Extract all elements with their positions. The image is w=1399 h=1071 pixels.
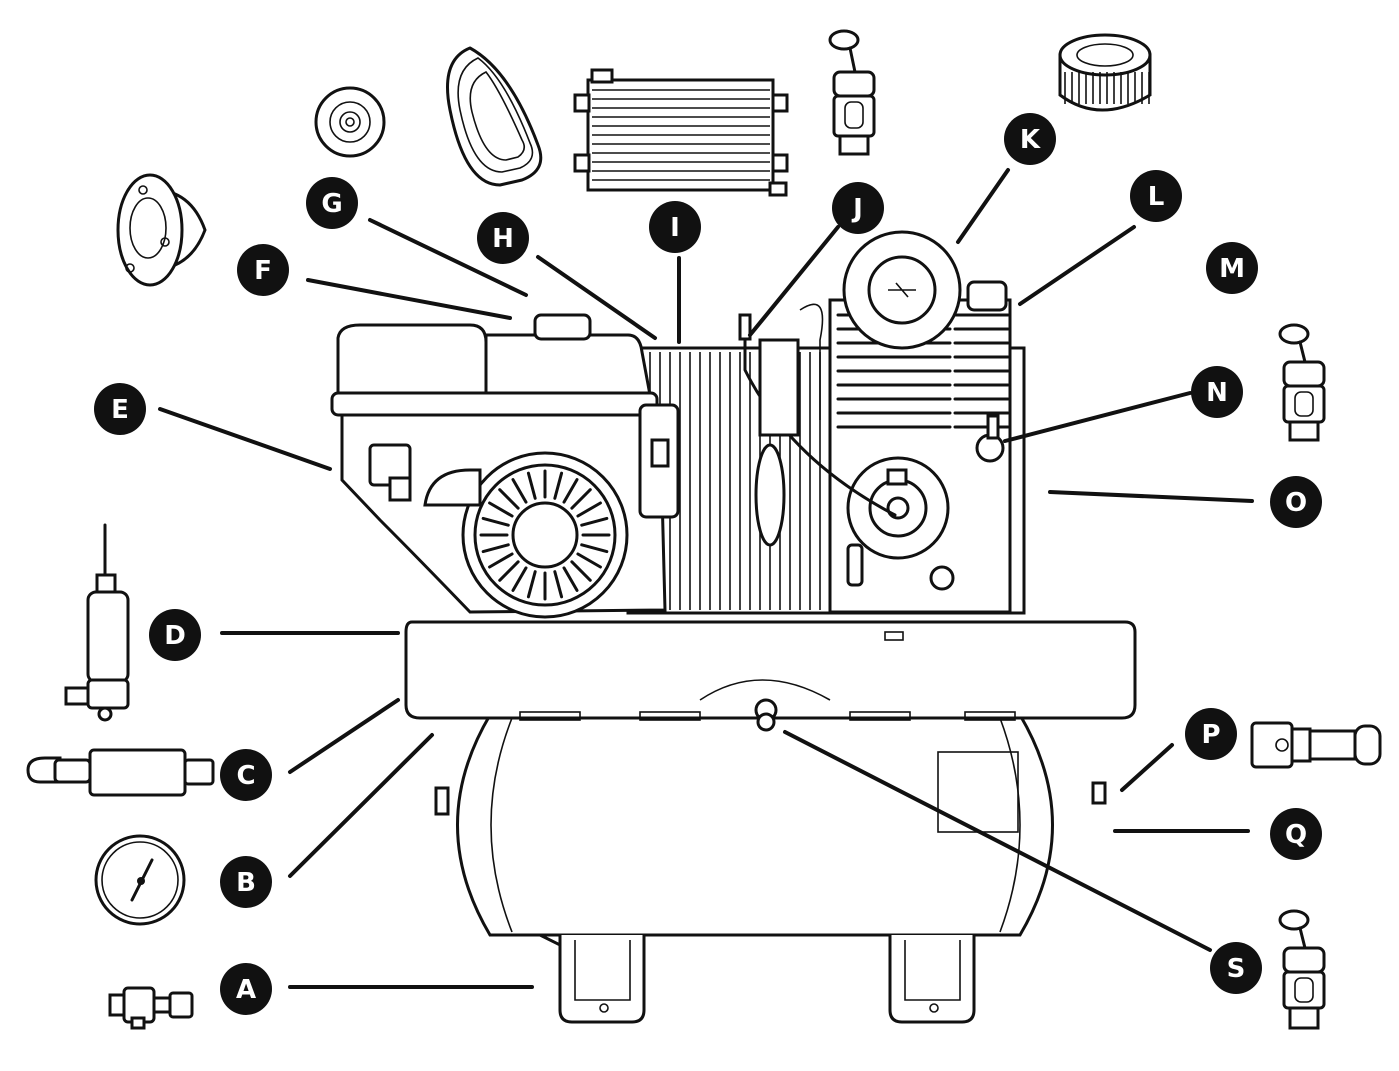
svg-text:H: H bbox=[492, 224, 514, 254]
badge-l: L bbox=[1130, 170, 1182, 222]
badge-g: G bbox=[306, 177, 358, 229]
badge-o: O bbox=[1270, 476, 1322, 528]
leader-n bbox=[1003, 391, 1192, 443]
drive-belt-icon bbox=[446, 46, 543, 187]
badge-n: N bbox=[1191, 366, 1243, 418]
svg-text:G: G bbox=[321, 189, 342, 219]
svg-text:K: K bbox=[1020, 125, 1041, 155]
leader-l bbox=[1018, 225, 1136, 306]
badge-k: K bbox=[1004, 113, 1056, 165]
safety-valve-icon-2 bbox=[1278, 323, 1326, 442]
badge-s: S bbox=[1210, 942, 1262, 994]
label-badges: A B C D E F G H I J K L M N O P Q S bbox=[94, 113, 1322, 1015]
leader-c bbox=[288, 698, 400, 774]
badge-h: H bbox=[477, 212, 529, 264]
svg-text:B: B bbox=[236, 868, 256, 898]
hose-fitting-icon bbox=[1250, 721, 1382, 769]
leader-k bbox=[956, 168, 1010, 244]
badge-p: P bbox=[1185, 708, 1237, 760]
svg-text:E: E bbox=[111, 395, 129, 425]
svg-text:M: M bbox=[1219, 254, 1245, 284]
svg-text:J: J bbox=[851, 194, 863, 224]
leader-o bbox=[1048, 490, 1254, 503]
svg-text:I: I bbox=[670, 213, 680, 243]
leader-e bbox=[158, 407, 332, 471]
svg-text:L: L bbox=[1148, 182, 1165, 212]
badge-q: Q bbox=[1270, 808, 1322, 860]
leader-p bbox=[1120, 743, 1174, 792]
badge-d: D bbox=[149, 609, 201, 661]
leader-f bbox=[306, 278, 512, 320]
svg-text:S: S bbox=[1227, 954, 1246, 984]
svg-text:A: A bbox=[236, 975, 256, 1005]
leader-h bbox=[536, 255, 657, 340]
drain-valve-icon bbox=[108, 986, 194, 1030]
leader-lines bbox=[158, 168, 1254, 989]
badge-f: F bbox=[237, 244, 289, 296]
engine-pulley-icon bbox=[116, 173, 207, 287]
aftercooler-icon bbox=[573, 68, 789, 197]
air-tank bbox=[434, 713, 1107, 937]
unloader-valve-icon bbox=[26, 748, 215, 797]
svg-text:D: D bbox=[164, 621, 186, 651]
check-valve-icon bbox=[64, 523, 130, 722]
air-filter-icon bbox=[1058, 33, 1152, 112]
base-platform bbox=[404, 620, 1137, 732]
badge-i: I bbox=[649, 201, 701, 253]
svg-text:F: F bbox=[254, 256, 272, 286]
badge-b: B bbox=[220, 856, 272, 908]
leader-b bbox=[288, 733, 434, 878]
badge-e: E bbox=[94, 383, 146, 435]
svg-text:Q: Q bbox=[1285, 820, 1307, 850]
safety-valve-icon-3 bbox=[1278, 909, 1326, 1030]
svg-text:O: O bbox=[1285, 488, 1307, 518]
leader-g bbox=[368, 218, 528, 297]
badge-a: A bbox=[220, 963, 272, 1015]
svg-text:N: N bbox=[1206, 378, 1228, 408]
pump-pulley-icon bbox=[314, 86, 386, 158]
leader-s bbox=[783, 730, 1212, 952]
gas-engine bbox=[330, 313, 680, 619]
badge-c: C bbox=[220, 749, 272, 801]
badge-j: J bbox=[832, 182, 884, 234]
svg-text:P: P bbox=[1201, 720, 1220, 750]
compressor-pump bbox=[738, 230, 1012, 614]
leader-j bbox=[748, 225, 840, 337]
svg-text:C: C bbox=[236, 761, 255, 791]
pressure-gauge-icon bbox=[94, 834, 186, 926]
badge-m: M bbox=[1206, 242, 1258, 294]
safety-valve-icon bbox=[828, 29, 876, 156]
tank-feet bbox=[539, 933, 976, 1024]
